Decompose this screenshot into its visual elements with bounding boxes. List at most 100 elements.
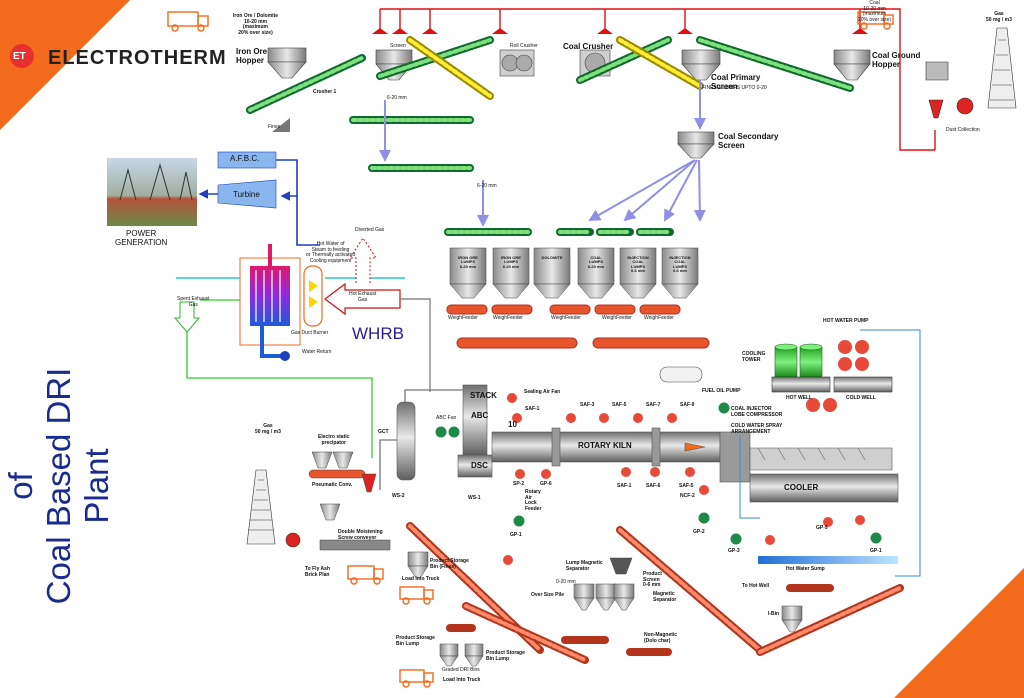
saf3-label: SAF-3: [580, 402, 595, 408]
storage-bins: [449, 247, 699, 299]
hot-exhaust-label: Hot Exhaust Gas: [349, 291, 377, 303]
saf1b-label: SAF-1: [617, 483, 632, 489]
water-return-label: Water Return: [302, 349, 332, 355]
coal-injector-label: COAL INJECTOR LOBE COMPRESSOR: [731, 406, 783, 418]
weighfeeders: [446, 304, 710, 349]
size-label: 6-20 mm: [387, 95, 407, 101]
spent-gas-line: [186, 299, 373, 458]
product-storage-lump-label: Product Storage Bin Lump: [396, 635, 435, 647]
cooling-tower-tanks: [774, 343, 823, 378]
storage-bin-label: COAL LUMPS 6-20 mm: [587, 255, 605, 269]
fan-icon: [515, 469, 525, 479]
storage-bin-cone: [619, 283, 657, 299]
power-generation-photo: [107, 158, 197, 226]
iron-ore-hopper-label: Iron Ore Hopper: [236, 47, 268, 65]
coal-crusher-label: Coal Crusher: [563, 42, 614, 51]
esp-hoppers: [308, 451, 391, 551]
corner-accent-bottom-right: [894, 568, 1024, 698]
hot-water-pump-icon: [855, 357, 869, 371]
hot-water-sump-label: Hot Water Sump: [786, 566, 825, 572]
graded-dri-label: Graded DRI Bins: [442, 667, 480, 673]
brand-badge-text: ET: [13, 51, 26, 62]
pump-icon: [870, 532, 882, 544]
pump-icon: [698, 512, 710, 524]
gp1-label: GP-1: [510, 532, 522, 538]
diverted-gas-arrow: [349, 237, 377, 283]
fan-icon: [503, 555, 513, 565]
coal-ground-hopper: [833, 49, 871, 81]
hot-well-label: HOT WELL: [786, 395, 813, 401]
coal-input-label: Coal 10-20 mm (maximum 20% over size): [858, 0, 892, 23]
cooler-shell: [719, 431, 899, 503]
fan-icon: [855, 515, 865, 525]
saf5b-label: SAF-5: [679, 483, 694, 489]
to-hot-well-label: To Hot Well: [742, 583, 770, 589]
gas-duct: [379, 389, 463, 490]
hot-water-pump-icon: [823, 398, 837, 412]
stack-column: [457, 384, 493, 478]
rotary-kiln-label: ROTARY KILN: [578, 441, 632, 450]
size-label-2: 6-20 mm: [477, 183, 497, 189]
diverted-gas-label: Diverted Gas: [355, 227, 385, 233]
spent-gas-arrow: [173, 301, 201, 333]
fan-icons: [435, 340, 882, 565]
pump-icon: [718, 402, 730, 414]
storage-bin: [577, 247, 615, 285]
gct-label: GCT: [378, 429, 389, 435]
hot-water-pump-label: HOT WATER PUMP: [823, 318, 869, 324]
storage-bin-label: DOLOMITE: [541, 255, 563, 260]
non-magnetic-label: Non-Magnetic (Dolo char): [644, 632, 678, 644]
weighfeeder-label: WeighFeeder: [493, 315, 523, 321]
gp3-label: GP-3: [728, 548, 740, 554]
load-into-truck-label-2: Load Into Truck: [443, 677, 481, 683]
product-storage-fines-label: Product Storage Bin (Fines): [430, 558, 469, 570]
product-bins: [407, 551, 803, 667]
green-conveyors: [246, 36, 854, 172]
ws2-label: WS-2: [392, 493, 405, 499]
fan-icon: [512, 413, 522, 423]
turbine-box: [217, 179, 277, 209]
rotary-kiln: [491, 427, 721, 467]
pump-icon: [435, 426, 447, 438]
dust-extraction-line: [379, 8, 936, 151]
gp5-label: GP-5: [816, 525, 828, 531]
stack-label: STACK: [470, 391, 497, 400]
fines-label: Fines: [268, 124, 281, 130]
hot-water-pump-icon: [838, 340, 852, 354]
load-into-truck-label: Load Into Truck: [402, 576, 440, 582]
whrb-unit: [176, 244, 405, 361]
wells: [771, 376, 893, 393]
gas-emission-label: Gas 50 mg / m3: [986, 11, 1012, 23]
gas-duct-burner-label: Gas Duct Burner: [291, 330, 329, 336]
ncf2-label: NCF-2: [680, 493, 695, 499]
sealing-air-fan-label: Sealing Air Fan: [524, 389, 561, 395]
size-0-20-label: 0-20 mm: [556, 579, 576, 585]
abc-label: ABC: [471, 411, 489, 420]
gp2-label: GP-2: [693, 529, 705, 535]
fines-pile: [272, 118, 290, 132]
gct-tower: [396, 401, 416, 481]
truck-icon: [167, 11, 209, 32]
gp6-label: GP-6: [540, 481, 552, 487]
storage-bin-cone: [577, 283, 615, 299]
precipitator-label: Electro static precipator: [318, 434, 350, 446]
power-generation-label: POWER GENERATION: [115, 229, 168, 247]
fan-icon: [599, 413, 609, 423]
cooler-label: COOLER: [784, 483, 819, 492]
afbc-label: A.F.B.C.: [230, 154, 260, 163]
hot-water-pump-icon: [838, 357, 852, 371]
gp1b-label: GP-1: [870, 548, 882, 554]
fuel-oil-pump-label: FUEL OIL PUMP: [702, 388, 741, 394]
pneumatic-conv-label: Pneumatic Conv.: [312, 482, 353, 488]
corner-accent-top-left: [0, 0, 130, 130]
dust-collection-label: Dust Collection: [946, 127, 980, 133]
fan-icon: [823, 517, 833, 527]
cold-water-spray-label: COLD WATER SPRAY ARRANGEMENT: [731, 423, 783, 435]
weighfeeder-label: WeighFeeder: [644, 315, 674, 321]
i-bin-label: I-Bin: [768, 611, 780, 617]
roll-crusher: [499, 49, 535, 77]
product-conveyors: [406, 522, 904, 664]
product-screen-label: Product Screen 0-6 mm: [643, 571, 662, 588]
sp2-label: SP-2: [513, 481, 525, 487]
fan-icon: [650, 467, 660, 477]
